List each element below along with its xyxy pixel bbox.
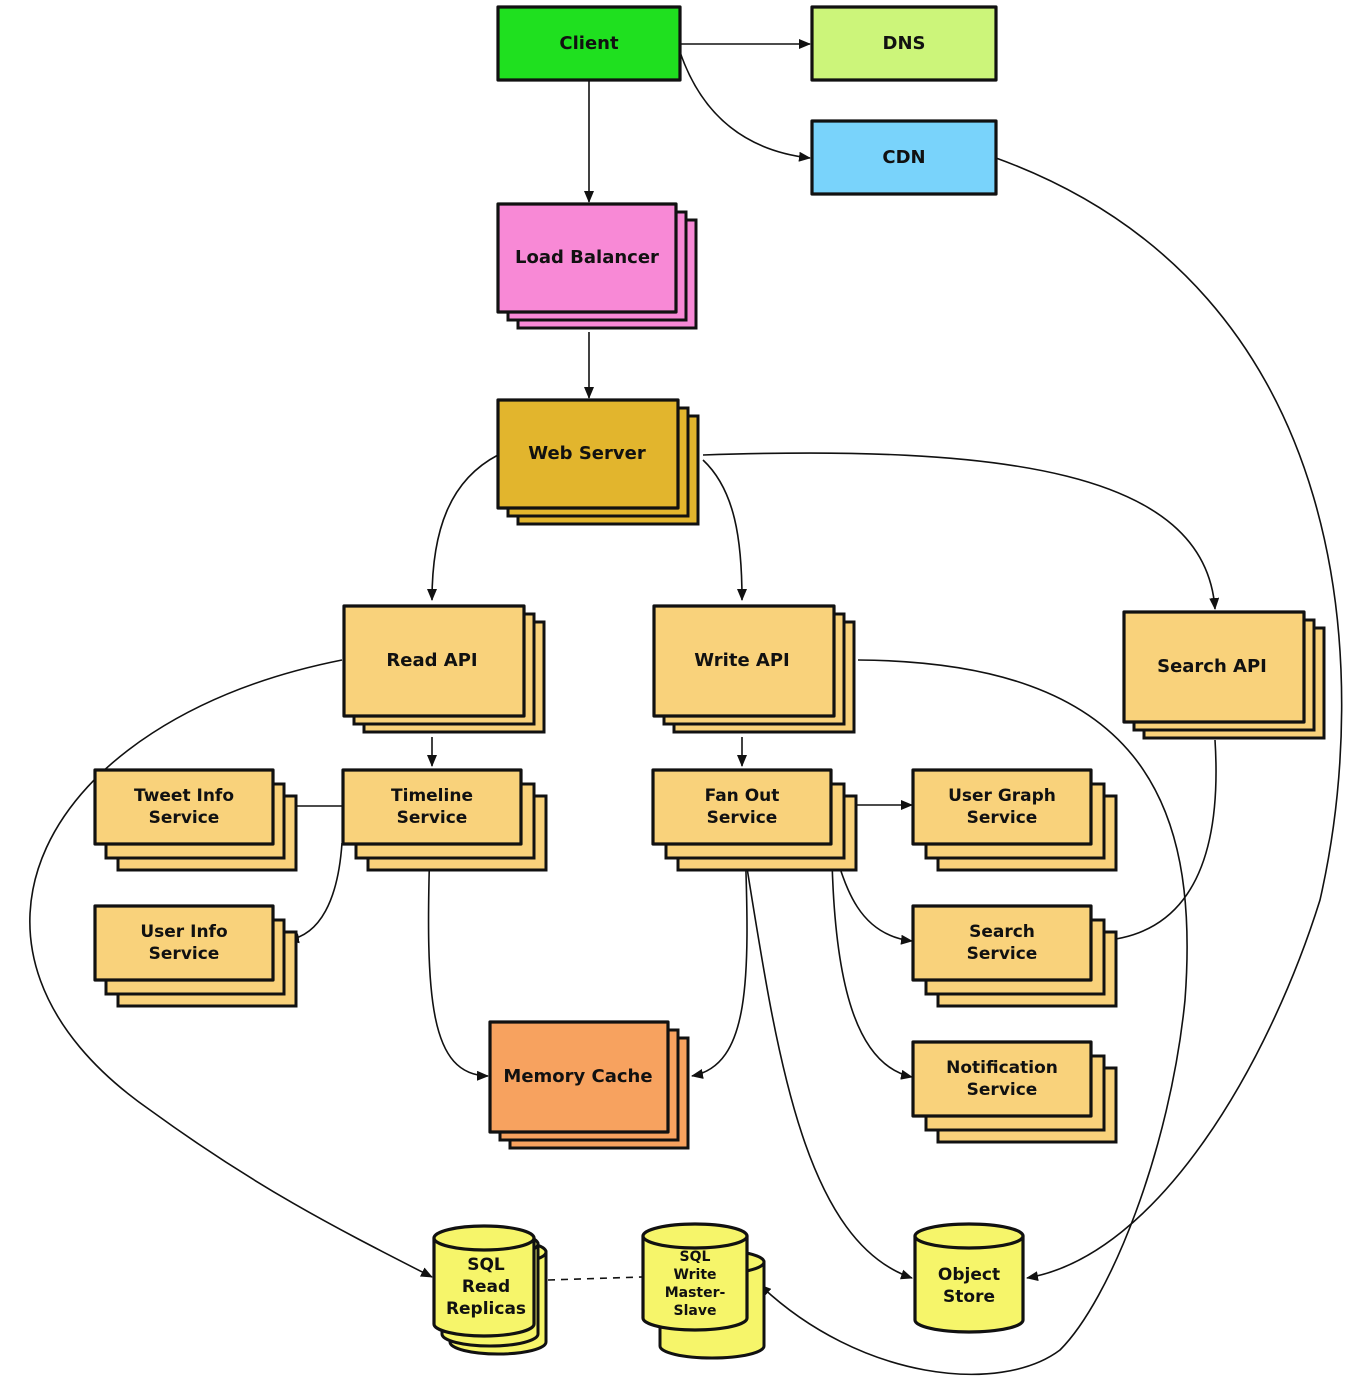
tweet-info-service-node[interactable]: Tweet Info Service [93,768,298,872]
client-label: Client [559,33,619,54]
memory-cache-label: Memory Cache [503,1066,652,1087]
fan-out-service-node[interactable]: Fan Out Service [651,768,858,872]
sql-write-line-1: SQL [680,1249,711,1265]
user-info-service-line-1: User Info [140,922,227,942]
notification-service-line-1: Notification [946,1058,1058,1078]
edge-client-cdn [679,51,811,162]
edge-timeline-memory-cache [427,842,489,1081]
sql-read-replicas-node[interactable]: SQL Read Replicas [432,1224,548,1356]
edge-write-api-sql-write [759,659,1188,1376]
edge-fan-out-object-store [742,842,913,1280]
user-info-service-node[interactable]: User Info Service [93,904,298,1008]
client-node[interactable]: Client [496,5,682,82]
fan-out-service-line-2: Service [707,808,778,828]
edge-web-server-read-api [427,454,499,601]
tweet-info-service-line-2: Service [149,808,220,828]
edge-web-server-search-api [702,452,1220,610]
dns-node[interactable]: DNS [810,5,998,82]
edge-fan-out-notification [831,859,913,1080]
read-api-node[interactable]: Read API [342,604,546,734]
edge-timeline-user-info [287,842,343,944]
edge-sql-replication [547,1276,643,1281]
search-api-node[interactable]: Search API [1122,610,1326,740]
write-api-node[interactable]: Write API [652,604,856,734]
user-graph-service-line-2: Service [967,808,1038,828]
edge-cdn-object-store [995,157,1343,1282]
sql-write-master-slave-node[interactable]: SQL Write Master- Slave [641,1222,766,1360]
load-balancer-node[interactable]: Load Balancer [496,202,698,330]
sql-write-line-2: Write [673,1267,716,1283]
tweet-info-service-line-1: Tweet Info [134,786,234,806]
sql-write-line-4: Slave [674,1303,717,1319]
dns-label: DNS [883,33,926,54]
object-store-line-2: Store [943,1287,995,1307]
timeline-service-line-1: Timeline [391,786,473,806]
cdn-node[interactable]: CDN [810,119,998,196]
web-server-node[interactable]: Web Server [496,398,700,526]
edge-web-server-write-api [702,459,747,601]
object-store-line-1: Object [938,1265,1000,1285]
load-balancer-label: Load Balancer [515,247,659,268]
memory-cache-node[interactable]: Memory Cache [488,1020,690,1150]
search-api-label: Search API [1157,656,1267,677]
edge-read-api-sql-read-replicas [29,659,433,1278]
write-api-label: Write API [694,650,789,671]
edge-fan-out-memory-cache [691,842,748,1079]
edge-search-api-search-service [1096,739,1217,946]
timeline-service-line-2: Service [397,808,468,828]
sql-read-replicas-line-1: SQL [467,1255,505,1275]
search-service-line-1: Search [969,922,1035,942]
timeline-service-node[interactable]: Timeline Service [341,768,548,872]
object-store-node[interactable]: Object Store [913,1222,1025,1334]
user-graph-service-node[interactable]: User Graph Service [911,768,1118,872]
search-service-node[interactable]: Search Service [911,904,1118,1008]
user-graph-service-line-1: User Graph [948,786,1056,806]
search-service-line-2: Service [967,944,1038,964]
edges [29,39,1343,1376]
sql-write-line-3: Master- [665,1285,726,1301]
cdn-label: CDN [882,147,925,168]
user-info-service-line-2: Service [149,944,220,964]
fan-out-service-line-1: Fan Out [705,786,780,806]
sql-read-replicas-line-3: Replicas [446,1299,526,1319]
read-api-label: Read API [386,650,477,671]
sql-read-replicas-line-2: Read [462,1277,510,1297]
web-server-label: Web Server [528,443,646,464]
notification-service-node[interactable]: Notification Service [911,1040,1118,1144]
notification-service-line-2: Service [967,1080,1038,1100]
